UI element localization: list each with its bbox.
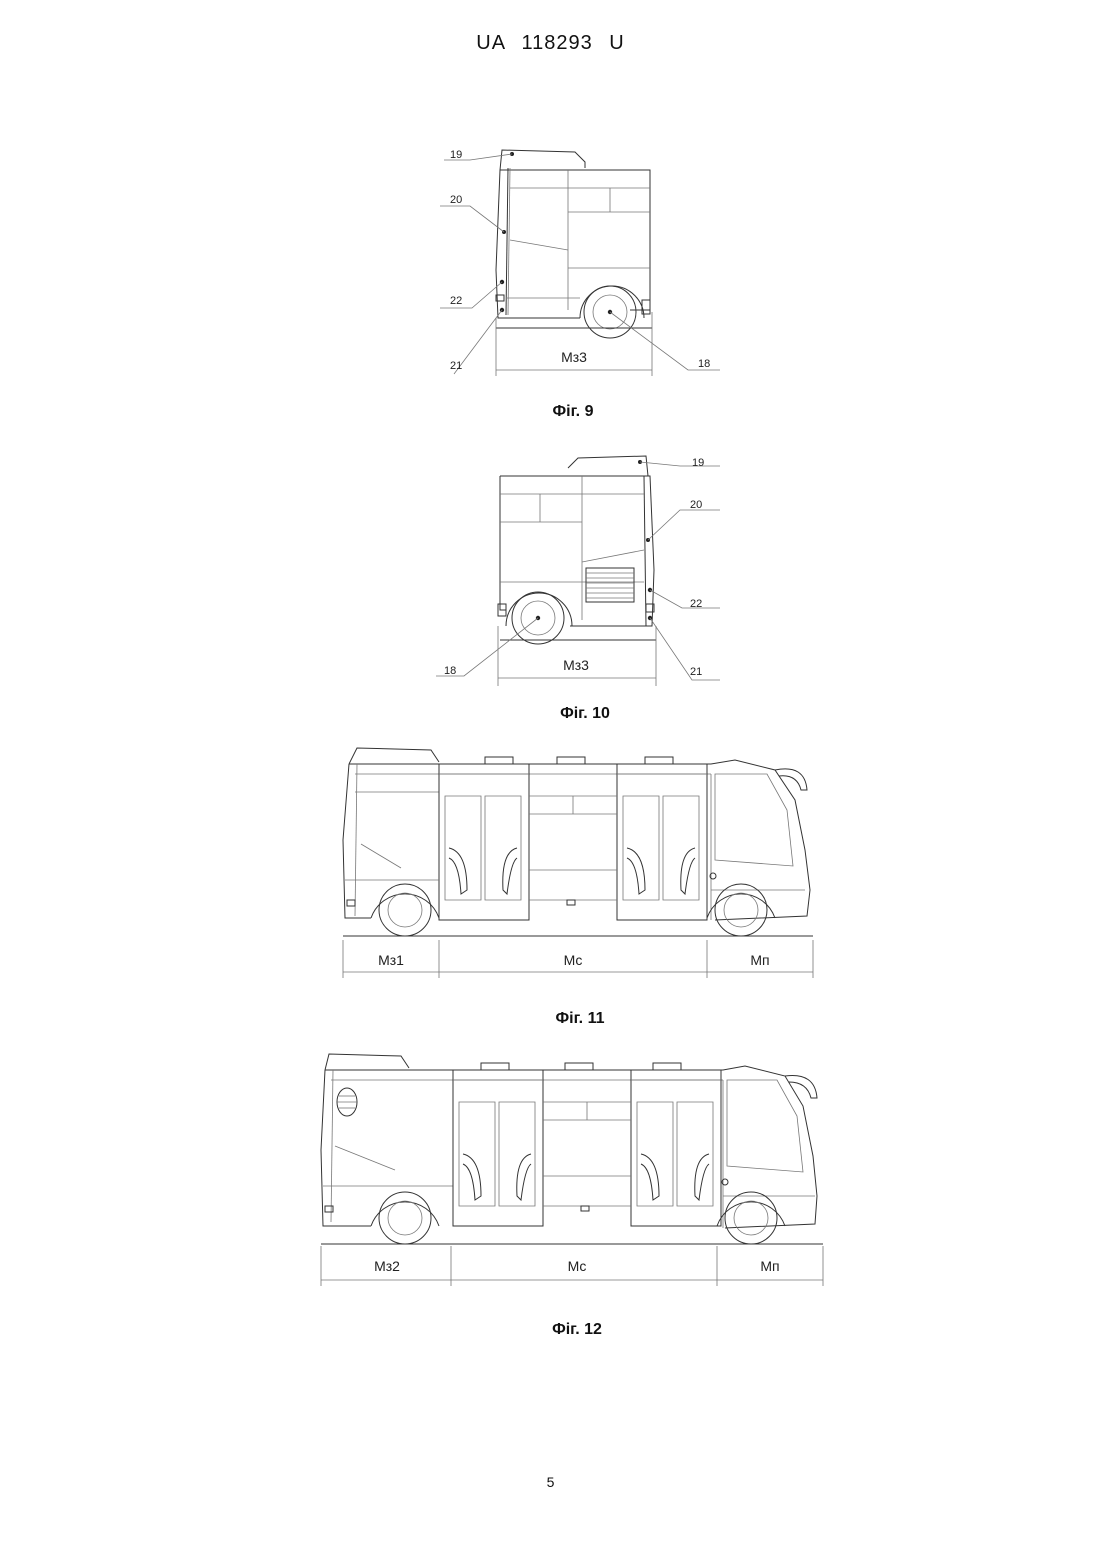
fig9-label-22: 22 (450, 295, 462, 307)
figure-9-caption: Фіг. 9 (423, 403, 723, 421)
fig11-dimension-2: Мс (564, 952, 583, 968)
fig10-label-21: 21 (690, 666, 702, 678)
fig10-label-18: 18 (444, 665, 456, 677)
fig9-label-21: 21 (450, 360, 462, 372)
figure-11-caption: Фіг. 11 (430, 1010, 730, 1028)
figure-11-drawing: Мз1 Мс Мп (335, 740, 825, 980)
fig12-dimension-3: Мп (760, 1258, 779, 1274)
figure-10-caption: Фіг. 10 (435, 705, 735, 723)
fig9-label-18: 18 (698, 358, 710, 370)
fig10-label-19: 19 (692, 457, 704, 469)
figure-12-caption: Фіг. 12 (427, 1321, 727, 1339)
fig11-dimension-3: Мп (750, 952, 769, 968)
figure-12-drawing: Мз2 Мс Мп (315, 1050, 830, 1290)
page-number: 5 (0, 1474, 1101, 1490)
fig9-label-20: 20 (450, 194, 462, 206)
figure-9-drawing: 19 20 22 21 18 Мз3 (430, 140, 730, 380)
figure-10-drawing: 19 20 22 21 18 Мз3 (430, 450, 730, 690)
page-header: UA 118293 U (0, 32, 1101, 55)
fig12-dimension-1: Мз2 (374, 1258, 400, 1274)
fig9-dimension: Мз3 (561, 349, 587, 365)
fig9-label-19: 19 (450, 149, 462, 161)
fig12-dimension-2: Мс (568, 1258, 587, 1274)
fig10-label-20: 20 (690, 499, 702, 511)
fig10-label-22: 22 (690, 598, 702, 610)
fig10-dimension: Мз3 (563, 657, 589, 673)
fig11-dimension-1: Мз1 (378, 952, 404, 968)
